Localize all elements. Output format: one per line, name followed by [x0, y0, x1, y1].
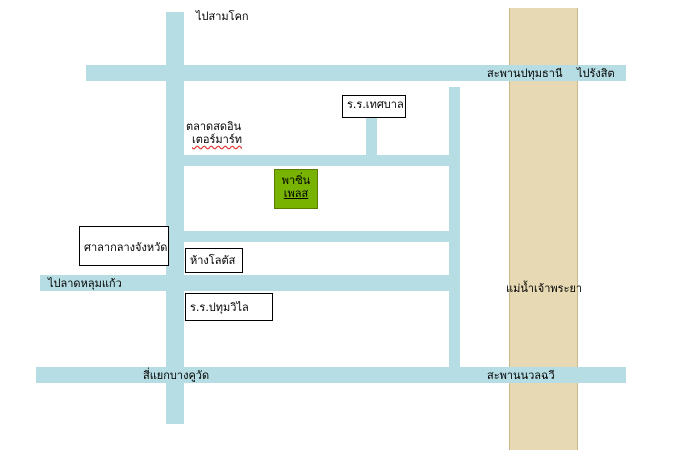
plaza-name-line2: เพลส	[283, 187, 309, 200]
place-municipal-school: ร.ร.เทศบาล	[342, 95, 406, 118]
place-provincial-hall: ศาลากลางจังหวัด	[79, 226, 169, 266]
place-pathum-wilai-school: ร.ร.ปทุมวิไล	[185, 293, 273, 321]
label-chao-phraya-river: แม่น้ำเจ้าพระยา	[506, 282, 583, 295]
place-lotus-store: ห้างโลตัส	[185, 248, 243, 273]
label-to-rangsit: ไปรังสิต	[577, 67, 615, 80]
label-to-lat-lum-kaeo: ไปลาดหลุมแก้ว	[48, 277, 122, 290]
label-pathum-bridge: สะพานปทุมธานี	[487, 67, 563, 80]
road-school-connector	[366, 118, 377, 158]
plaza-name-line1: พาซิ่น	[281, 174, 311, 187]
label-to-samkhok: ไปสามโคก	[196, 10, 249, 23]
label-nawalchawi-bridge: สะพานนวลฉวี	[487, 369, 555, 382]
road-top-horizontal	[86, 65, 626, 81]
label-bang-khu-wat-junction: สี่แยกบางคูวัด	[143, 369, 210, 382]
road-lat-lum-kaeo	[40, 275, 449, 291]
market-name-line2: เตอร์มาร์ท	[192, 133, 243, 146]
market-name-line1: ตลาดสดอิน	[186, 120, 242, 133]
road-main-vertical	[166, 12, 184, 424]
place-pathum-plaza: พาซิ่น เพลส	[274, 169, 318, 209]
road-market-street	[184, 155, 449, 166]
road-east-vertical	[449, 87, 460, 369]
place-market: ตลาดสดอิน เตอร์มาร์ท	[184, 117, 254, 155]
road-middle-street	[184, 231, 449, 242]
